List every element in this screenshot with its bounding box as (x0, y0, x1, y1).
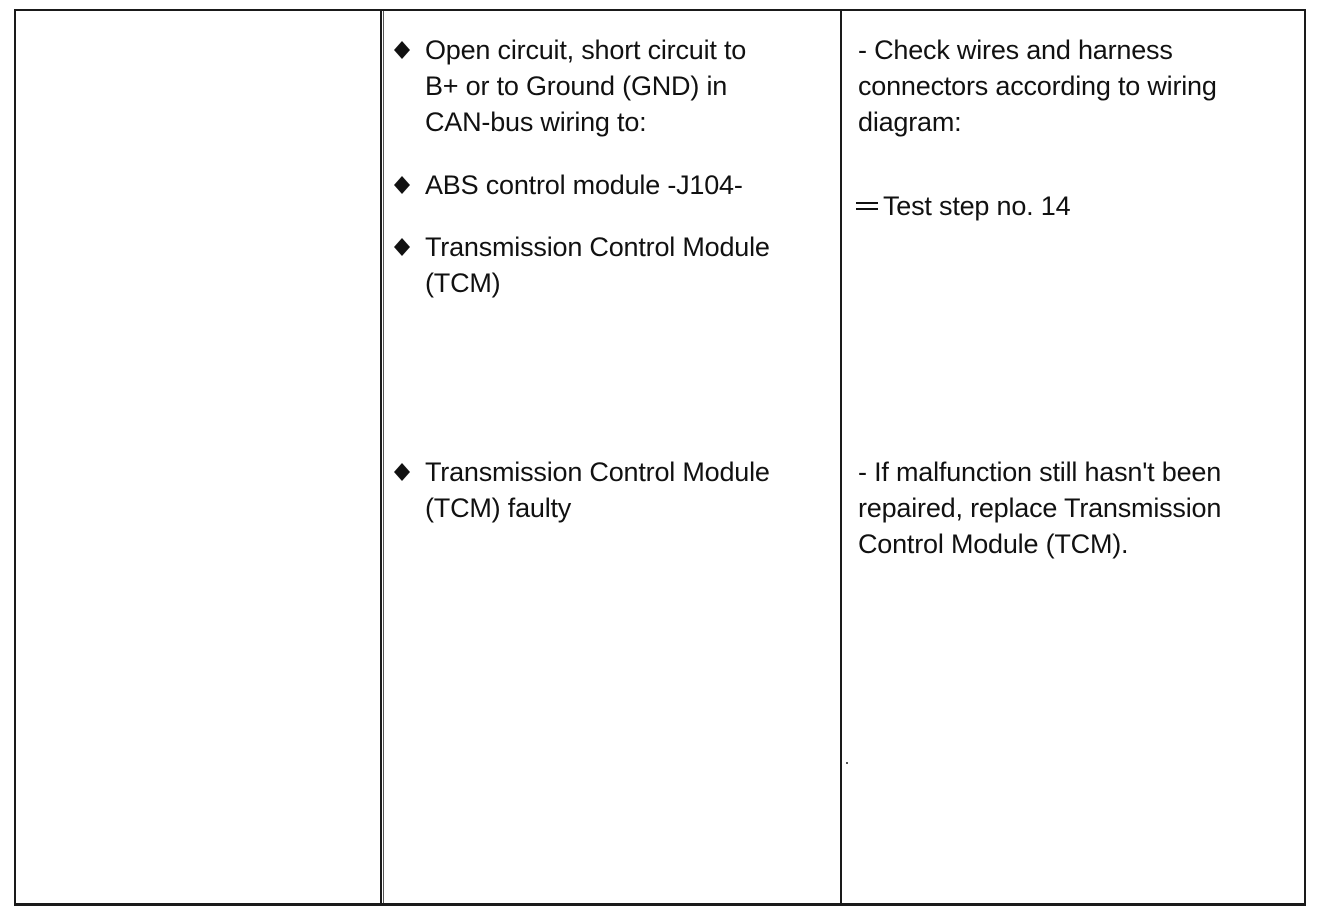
cause-text: Open circuit, short circuit to B+ or to … (425, 35, 747, 137)
column-divider-2 (840, 11, 842, 903)
scan-artifact-dot (846, 762, 848, 764)
column-divider-1 (380, 11, 382, 903)
cause-text: ABS control module -J104- (425, 170, 743, 200)
repair-table (14, 9, 1306, 906)
diamond-bullet-icon (394, 463, 410, 481)
cause-item-tcm: Transmission Control Module (TCM) (392, 229, 822, 301)
test-step-label: Test step no. 14 (883, 191, 1071, 221)
cause-text: Transmission Control Module (TCM) (425, 232, 770, 298)
equals-arrow-icon (856, 202, 878, 210)
column-divider-1-shadow (383, 11, 384, 903)
cause-item-tcm-faulty: Transmission Control Module (TCM) faulty (392, 454, 822, 526)
remedy-check-wiring: - Check wires and harness connectors acc… (858, 35, 1217, 137)
cause-item-open-circuit: Open circuit, short circuit to B+ or to … (392, 32, 822, 140)
cause-text: Transmission Control Module (TCM) faulty (425, 457, 770, 523)
diamond-bullet-icon (394, 238, 410, 256)
diamond-bullet-icon (394, 41, 410, 59)
cause-item-abs-module: ABS control module -J104- (392, 167, 822, 203)
test-step-reference[interactable]: Test step no. 14 (855, 188, 1071, 224)
diamond-bullet-icon (394, 176, 410, 194)
remedy-replace-tcm: - If malfunction still hasn't been repai… (858, 457, 1222, 559)
